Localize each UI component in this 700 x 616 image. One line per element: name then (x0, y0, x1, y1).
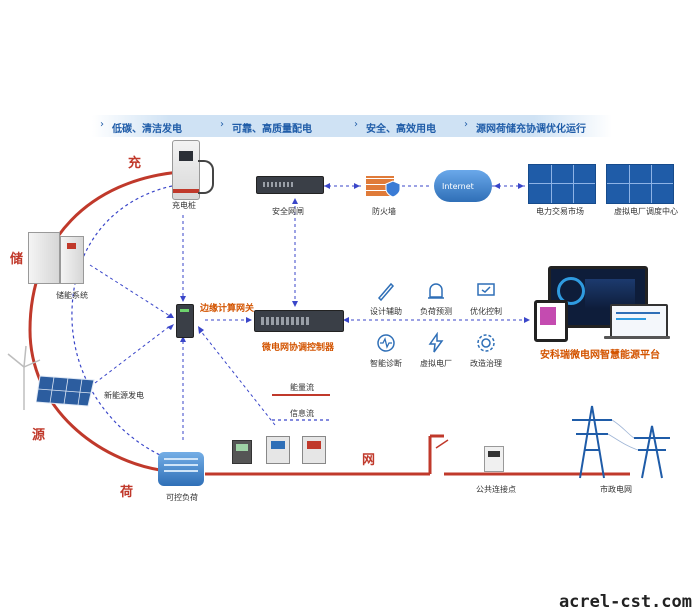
meter-icon-3 (302, 436, 326, 464)
cloud-icon (434, 170, 492, 202)
ring-label-charge: 充 (128, 156, 142, 171)
load-label: 可控负荷 (166, 493, 198, 502)
meter-icon-1 (232, 440, 252, 464)
gear-icon (475, 332, 497, 354)
function-optimal-control: 优化控制 (456, 280, 516, 317)
internet-label: Internet (442, 182, 474, 191)
wind-turbine-icon (7, 345, 41, 410)
banner-item-4: 源网荷储充协调优化运行 (476, 124, 586, 135)
banner-item-2: 可靠、高质量配电 (232, 124, 312, 135)
alarm-icon (425, 280, 447, 302)
platform-tablet-icon (534, 300, 568, 342)
function-design-assist: 设计辅助 (356, 280, 416, 317)
vpp-center-label: 虚拟电厂调度中心 (614, 207, 678, 216)
monitor-check-icon (475, 280, 497, 302)
grid-label: 市政电网 (600, 485, 632, 494)
platform-label: 安科瑞微电网智慧能源平台 (540, 350, 660, 361)
storage-label: 储能系统 (56, 291, 88, 300)
ring-label-storage: 储 (10, 252, 24, 267)
watermark: acrel-cst.com (558, 592, 692, 612)
transmission-tower-icon (572, 405, 670, 479)
shield-icon (385, 180, 401, 198)
edge-gateway-icon (176, 304, 194, 338)
legend-info-label: 信息流 (290, 409, 314, 418)
platform-laptop-icon (610, 304, 668, 338)
energy-ring (28, 170, 181, 472)
pencil-ruler-icon (375, 280, 397, 302)
charger-icon (172, 140, 200, 200)
controller-icon (254, 310, 344, 332)
lightning-icon (425, 331, 447, 354)
pulse-icon (375, 332, 397, 354)
market-label: 电力交易市场 (536, 207, 584, 216)
controller-label: 微电网协调控制器 (262, 343, 335, 353)
pcc-label: 公共连接点 (476, 485, 516, 494)
legend-energy-label: 能量流 (290, 383, 314, 392)
renewable-label: 新能源发电 (104, 391, 144, 400)
charger-label: 充电桩 (172, 201, 196, 210)
banner: › 低碳、清洁发电 › 可靠、高质量配电 › 安全、高效用电 › 源网荷储充协调… (92, 115, 612, 137)
solar-panel-icon (36, 375, 95, 407)
firewall-label: 防火墙 (372, 207, 396, 216)
ring-label-grid: 网 (362, 453, 376, 468)
function-virtual-plant: 虚拟电厂 (406, 331, 466, 369)
function-smart-diagnosis: 智能诊断 (356, 332, 416, 369)
ring-label-load: 荷 (120, 485, 134, 500)
vpp-center-screen-icon (606, 164, 674, 204)
banner-item-3: 安全、高效用电 (366, 124, 436, 135)
info-arc (71, 185, 173, 456)
market-screen-icon (528, 164, 596, 204)
function-retrofit: 改造治理 (456, 332, 516, 369)
banner-item-1: 低碳、清洁发电 (112, 124, 182, 135)
pcc-meter-icon (484, 446, 504, 472)
motor-icon (158, 452, 204, 486)
ring-label-source: 源 (32, 428, 46, 443)
security-gateway-label: 安全网闸 (272, 207, 304, 216)
storage-icon (28, 232, 60, 284)
function-load-forecast: 负荷预测 (406, 280, 466, 317)
meter-icon-2 (266, 436, 290, 464)
edge-gateway-label: 边缘计算网关 (200, 304, 255, 314)
security-gateway-icon (256, 176, 324, 194)
